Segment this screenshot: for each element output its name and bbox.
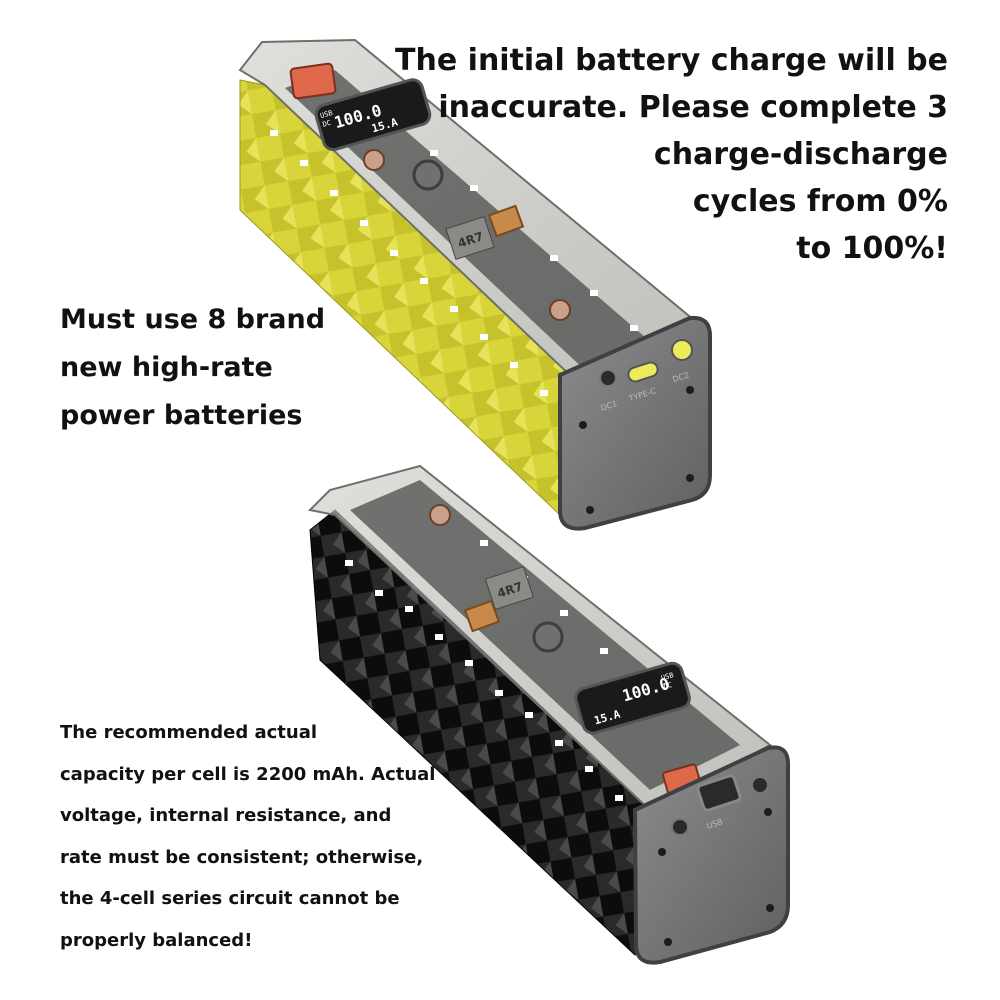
yellow-cap-screws	[579, 386, 694, 514]
bottom-caption-line-4: rate must be consistent; otherwise,	[60, 846, 424, 868]
top-caption-line-5: to 100%!	[796, 231, 948, 266]
yellow-inductor: 4R7	[445, 215, 495, 261]
bottom-caption: The recommended actual capacity per cell…	[60, 724, 435, 973]
top-caption-line-4: cycles from 0%	[692, 184, 948, 219]
black-cap-usb-port	[696, 774, 742, 812]
yellow-power-button	[412, 159, 444, 191]
bottom-caption-line-1: The recommended actual	[60, 722, 318, 743]
top-caption-line-2: inaccurate. Please complete 3	[438, 90, 948, 125]
black-end-cap	[632, 745, 790, 965]
black-inductor: 4R7	[484, 566, 534, 611]
bottom-caption-line-6: properly balanced!	[60, 929, 253, 951]
black-cap-screws	[658, 808, 774, 946]
top-caption-line-3: charge-discharge	[653, 137, 948, 172]
middle-caption-line-2: new high-rate	[60, 352, 273, 383]
middle-caption-line-1: Must use 8 brand	[60, 304, 326, 335]
yellow-usb-port	[289, 62, 337, 100]
black-digital-display: 100.0 15.A USB DC	[574, 661, 691, 735]
bottom-caption-line-2: capacity per cell is 2200 mAh. Actual	[60, 763, 436, 785]
yellow-display-label-dc: DC	[322, 119, 332, 129]
middle-caption: Must use 8 brand new high-rate power bat…	[60, 306, 325, 450]
top-caption-line-1: The initial battery charge will be	[395, 43, 948, 78]
yellow-display-label-usb: USB	[319, 109, 333, 120]
black-display-label-usb: USB	[660, 671, 674, 682]
top-caption: The initial battery charge will be inacc…	[395, 46, 948, 281]
bottom-caption-line-3: voltage, internal resistance, and	[60, 805, 392, 826]
bottom-caption-line-5: the 4-cell series circuit cannot be	[60, 888, 400, 909]
power-bank-yellow: 100.0 15.A USB DC 4R7 DC1 TYPE-C DC2	[238, 38, 712, 531]
yellow-end-cap	[558, 315, 712, 531]
middle-caption-line-3: power batteries	[60, 400, 303, 431]
black-power-button	[532, 621, 564, 653]
power-bank-black: 4R7 100.0 15.A USB DC USB	[307, 464, 790, 965]
black-display-label-dc: DC	[663, 681, 673, 691]
yellow-digital-display: 100.0 15.A USB DC	[314, 78, 432, 152]
